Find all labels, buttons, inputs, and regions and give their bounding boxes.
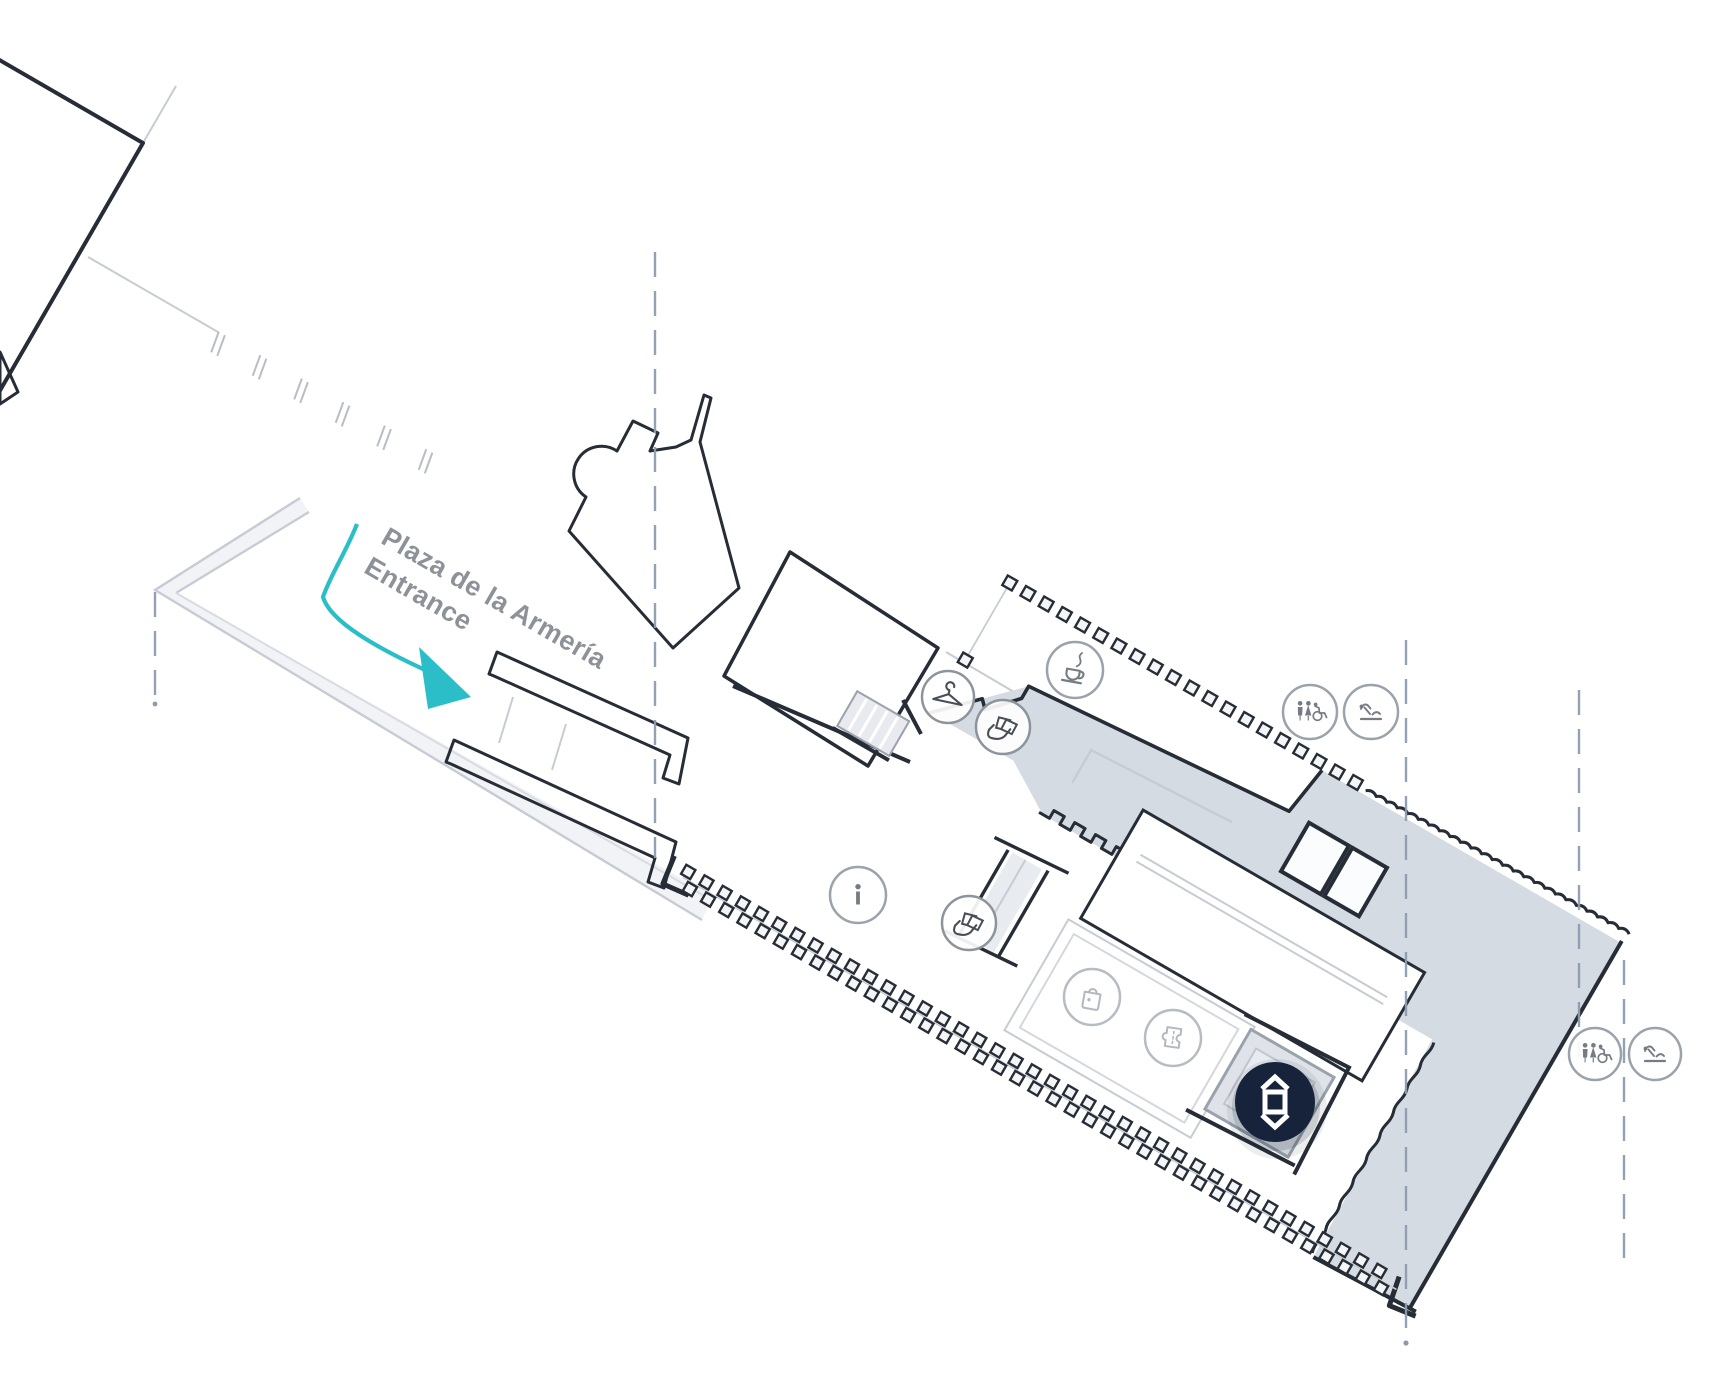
shop-icon: Shop	[1062, 967, 1122, 1027]
chevron-down-icon	[1260, 1113, 1290, 1131]
walkway-band	[152, 496, 713, 922]
chevron-up-icon	[1260, 1073, 1290, 1091]
baby-care-icon-upper: Baby changing	[1342, 683, 1400, 741]
entrance-arrow	[320, 523, 471, 709]
gallery-gray-slab	[930, 686, 1621, 1309]
information-icon: Information point	[828, 865, 888, 925]
restrooms-icon-right: Restrooms	[1567, 1026, 1623, 1082]
notched-building	[567, 393, 741, 650]
square-icon	[1262, 1089, 1288, 1115]
baby-care-icon-right: Baby changing	[1627, 1026, 1683, 1082]
tickets-icon: Tickets	[1143, 1008, 1203, 1068]
dotted-wall-upper	[956, 573, 1365, 792]
entrance-arrowhead	[419, 647, 471, 709]
entrance-ramps	[444, 650, 690, 890]
gallery-wing	[660, 573, 1631, 1319]
dotted-wall-lower	[679, 863, 1397, 1297]
ticket-check-icon-lower: Ticket control	[940, 894, 998, 952]
building-block-northwest	[0, 58, 145, 406]
site-tick-marks	[210, 331, 434, 474]
restrooms-icon-upper: Restrooms	[1281, 683, 1339, 741]
cloakroom-hanger-icon: Cloakroom	[920, 669, 976, 725]
cafe-icon: Café	[1045, 640, 1105, 700]
entrance-label: Plaza de la Armería Entrance	[360, 522, 613, 675]
site-lines	[87, 85, 434, 474]
floor-selector-button[interactable]	[1227, 1059, 1327, 1159]
grid-lines	[152, 252, 1626, 1346]
ticket-check-icon-upper: Ticket control	[974, 698, 1032, 756]
